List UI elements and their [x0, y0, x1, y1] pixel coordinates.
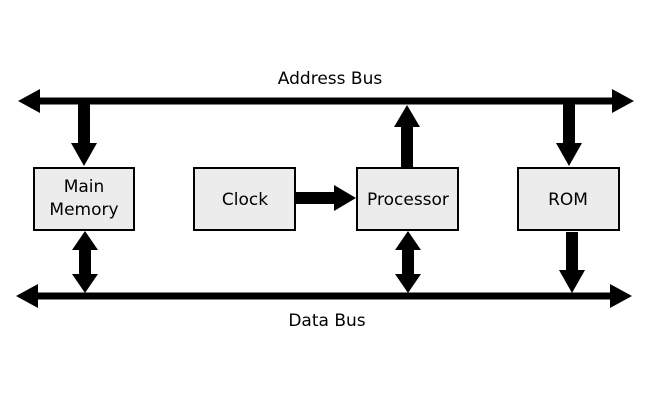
data-bus: [16, 284, 632, 308]
processor-label: Processor: [367, 190, 449, 210]
processor-block: Processor: [356, 167, 459, 231]
main-memory-block: Main Memory: [33, 167, 135, 231]
main-memory-label-line1: Main: [64, 177, 105, 197]
clock-box: [193, 167, 296, 231]
processor-data-bus-arrow: [395, 231, 421, 293]
clock-label: Clock: [222, 190, 268, 210]
data-bus-left-arrowhead: [16, 284, 38, 308]
address-bus-label: Address Bus: [278, 69, 383, 89]
processor-to-address-arrow: [394, 105, 420, 168]
clock-to-processor-arrow: [296, 185, 356, 211]
rom-box: [517, 167, 620, 231]
address-bus-left-arrowhead: [18, 89, 40, 113]
rom-label: ROM: [548, 190, 588, 210]
main-memory-box: [33, 167, 135, 231]
processor-box: [356, 167, 459, 231]
rom-block: ROM: [517, 167, 620, 231]
main-memory-label-line2: Memory: [49, 200, 118, 220]
main-memory-data-bus-arrow: [72, 231, 98, 293]
rom-to-data-bus-arrow: [559, 232, 585, 293]
data-bus-right-arrowhead: [610, 284, 632, 308]
address-to-main-memory-arrow: [71, 104, 97, 166]
data-bus-label: Data Bus: [288, 311, 365, 331]
clock-block: Clock: [193, 167, 296, 231]
address-bus: [18, 89, 634, 113]
address-to-rom-arrow: [556, 104, 582, 166]
address-bus-right-arrowhead: [612, 89, 634, 113]
